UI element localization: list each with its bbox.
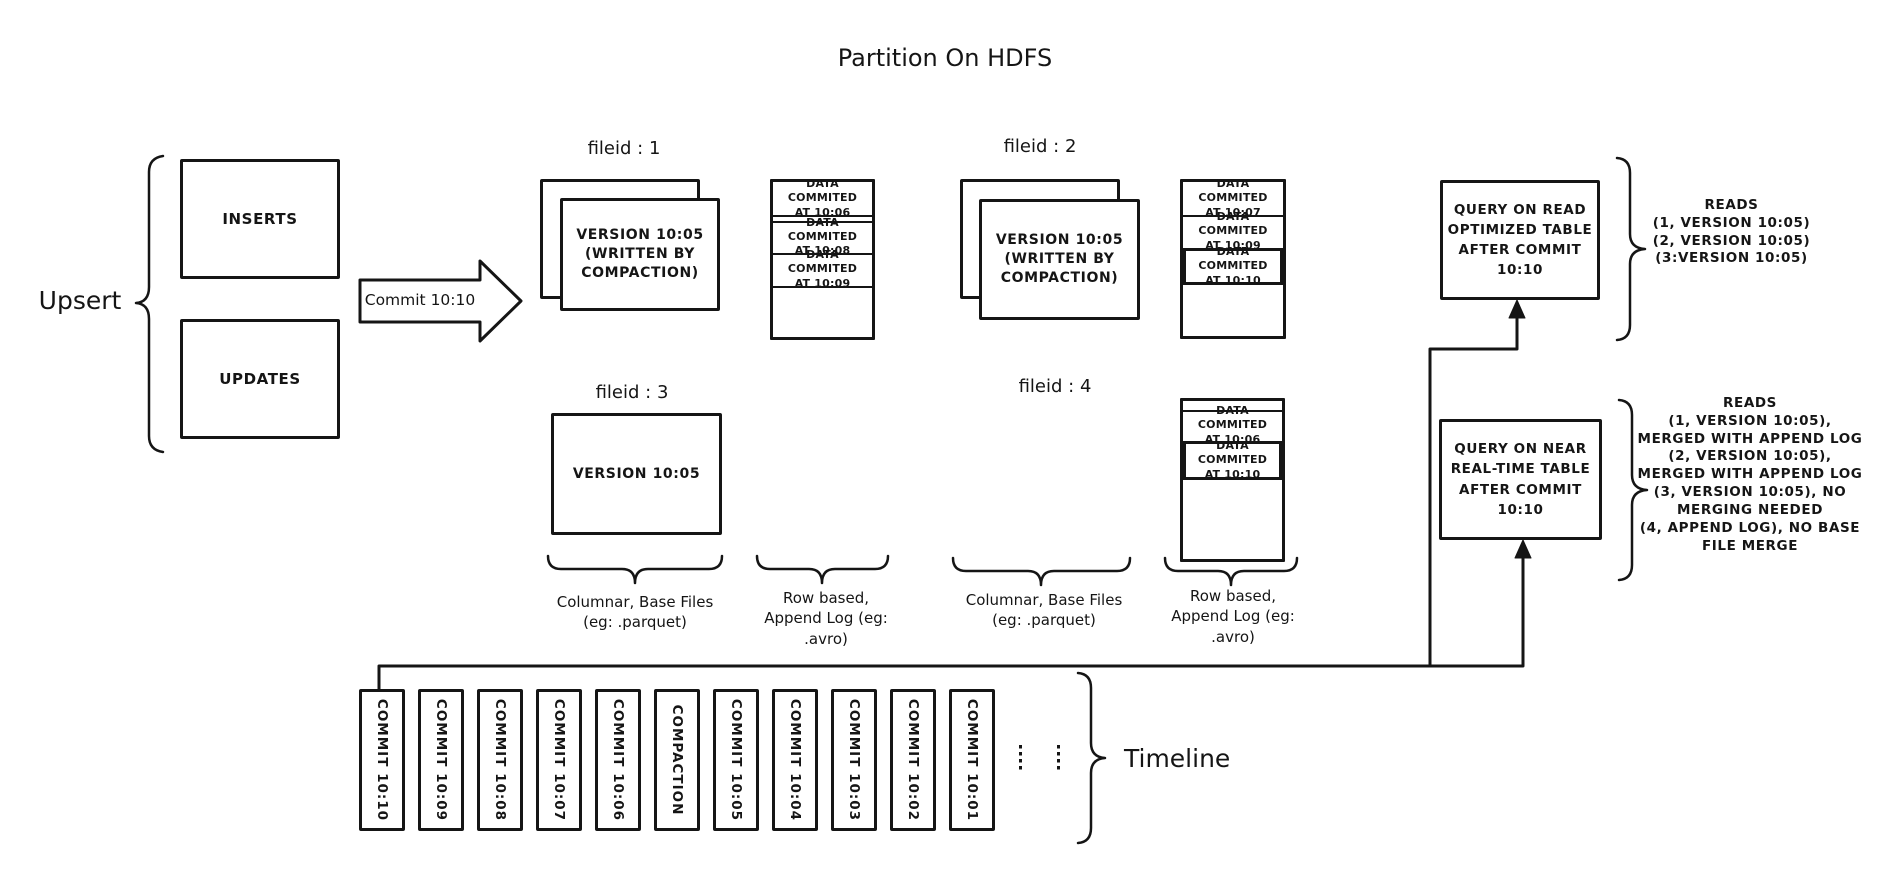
commit-arrow	[358, 259, 523, 343]
updates-box: UPDATES	[180, 319, 340, 439]
row-based-brace-1	[755, 554, 890, 585]
log-cell: DATA COMMITED AT 10:10	[1183, 245, 1283, 287]
base-file-front-1: VERSION 10:05 (WRITTEN BY COMPACTION)	[560, 198, 720, 311]
row-based-label-2: Row based, Append Log (eg: .avro)	[1171, 587, 1295, 646]
timeline-item-label: COMPACTION	[669, 704, 685, 816]
log-cell: DATA COMMITED AT 10:07	[1183, 177, 1283, 219]
log-cell: DATA COMMITED AT 10:09	[773, 248, 872, 290]
timeline-item-label: COMMIT 10:10	[374, 698, 390, 822]
columnar-label-1: Columnar, Base Files (eg: .parquet)	[556, 593, 714, 632]
log-cell: DATA COMMITED AT 10:08	[773, 216, 872, 257]
query-near-real-time-box: QUERY ON NEAR REAL-TIME TABLE AFTER COMM…	[1439, 419, 1602, 540]
timeline-item-commit-1004: COMMIT 10:04	[772, 689, 818, 831]
timeline-label: Timeline	[1124, 744, 1231, 773]
timeline-item-commit-1009: COMMIT 10:09	[418, 689, 464, 831]
vertical-ellipsis-icon	[1019, 745, 1022, 771]
timeline-to-near-real-time-line	[377, 554, 1525, 691]
timeline-item-label: COMMIT 10:01	[964, 698, 980, 822]
columnar-brace-1	[546, 554, 724, 585]
query-read-optimized-box: QUERY ON READ OPTIMIZED TABLE AFTER COMM…	[1440, 180, 1600, 300]
fileid-2-label: fileid : 2	[1003, 136, 1077, 157]
log-file-2: DATA COMMITED AT 10:07 DATA COMMITED AT …	[1180, 177, 1286, 339]
upsert-label: Upsert	[38, 286, 122, 315]
log-cell-gap	[773, 215, 872, 223]
log-cell-gap	[1183, 401, 1282, 412]
timeline-item-commit-1007: COMMIT 10:07	[536, 689, 582, 831]
base-file-3: VERSION 10:05	[551, 413, 722, 535]
commit-arrow-label: Commit 10:10	[364, 291, 476, 309]
timeline-item-commit-1003: COMMIT 10:03	[831, 689, 877, 831]
base-file-front-2: VERSION 10:05 (WRITTEN BY COMPACTION)	[979, 199, 1140, 320]
log-file-1: DATA COMMITED AT 10:06 DATA COMMITED AT …	[770, 177, 875, 340]
timeline-item-commit-1010: COMMIT 10:10	[359, 689, 405, 831]
timeline-item-label: COMMIT 10:09	[433, 698, 449, 822]
timeline-item-commit-1006: COMMIT 10:06	[595, 689, 641, 831]
log-file-4: DATA COMMITED AT 10:06 DATA COMMITED AT …	[1180, 398, 1285, 562]
log-cell: DATA COMMITED AT 10:10	[1183, 439, 1282, 481]
timeline-item-commit-1005: COMMIT 10:05	[713, 689, 759, 831]
timeline-item-commit-1002: COMMIT 10:02	[890, 689, 936, 831]
timeline-item-compaction: COMPACTION	[654, 689, 700, 831]
fileid-4-label: fileid : 4	[1018, 376, 1092, 397]
reads-near-real-time: READS (1, VERSION 10:05), MERGED WITH AP…	[1637, 395, 1863, 554]
reads-brace-near-real-time	[1617, 398, 1649, 582]
timeline-item-label: COMMIT 10:04	[787, 698, 803, 822]
columnar-brace-2	[951, 556, 1132, 587]
timeline-item-label: COMMIT 10:07	[551, 698, 567, 822]
arrowhead-read-optimized	[1508, 299, 1526, 319]
upsert-brace	[134, 154, 165, 454]
timeline-to-read-optimized-line	[1428, 314, 1519, 668]
vertical-ellipsis-icon	[1057, 745, 1060, 771]
log-cell: DATA COMMITED AT 10:06	[1183, 404, 1282, 446]
timeline-brace	[1076, 671, 1107, 845]
timeline-item-label: COMMIT 10:06	[610, 698, 626, 822]
reads-read-optimized: READS (1, VERSION 10:05) (2, VERSION 10:…	[1652, 197, 1811, 267]
arrowhead-near-real-time	[1514, 539, 1532, 559]
row-based-brace-2	[1163, 556, 1299, 587]
timeline-item-label: COMMIT 10:02	[905, 698, 921, 822]
page-title: Partition On HDFS	[837, 44, 1053, 72]
fileid-1-label: fileid : 1	[587, 138, 661, 159]
row-based-label-1: Row based, Append Log (eg: .avro)	[764, 589, 888, 648]
timeline-item-label: COMMIT 10:05	[728, 698, 744, 822]
timeline-item-label: COMMIT 10:03	[846, 698, 862, 822]
inserts-box: INSERTS	[180, 159, 340, 279]
columnar-label-2: Columnar, Base Files (eg: .parquet)	[965, 591, 1123, 630]
fileid-3-label: fileid : 3	[595, 382, 669, 403]
timeline-item-commit-1008: COMMIT 10:08	[477, 689, 523, 831]
reads-brace-read-optimized	[1615, 156, 1647, 342]
timeline-item-commit-1001: COMMIT 10:01	[949, 689, 995, 831]
log-cell: DATA COMMITED AT 10:06	[773, 177, 872, 219]
timeline-item-label: COMMIT 10:08	[492, 698, 508, 822]
